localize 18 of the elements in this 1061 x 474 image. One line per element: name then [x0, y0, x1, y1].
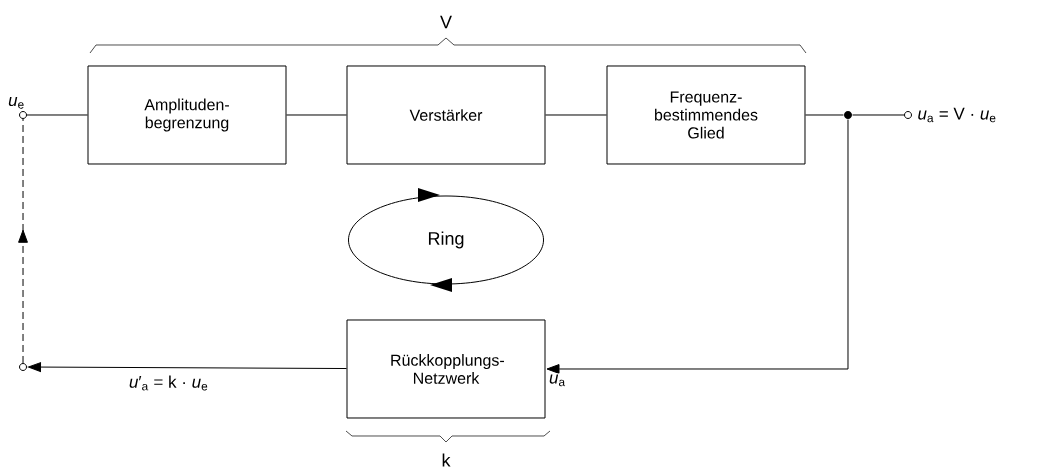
block-box: Verstärker [346, 65, 546, 165]
connector [26, 114, 88, 116]
edge-label: u$_{a}$ [549, 374, 566, 387]
block-box: Rückkopplungs- Netzwerk [346, 319, 546, 419]
edge-label: u′$_{a}$ = k · u$_{e}$ [129, 375, 208, 391]
connector [18, 118, 28, 364]
connector [545, 114, 607, 116]
connector [805, 114, 844, 116]
block-box: Frequenz- bestimmendes Glied [606, 65, 806, 165]
block-box: Amplituden- begrenzung [87, 65, 287, 165]
connector [286, 114, 347, 116]
connector [852, 114, 905, 116]
connector [546, 119, 849, 374]
connector [28, 362, 347, 372]
terminal-label: u$_{e}$ [8, 97, 24, 109]
brace-label: k [442, 453, 451, 467]
brace-label: V [440, 15, 452, 29]
terminal-label: u$_{a}$ = V · u$_{e}$ [918, 107, 996, 123]
